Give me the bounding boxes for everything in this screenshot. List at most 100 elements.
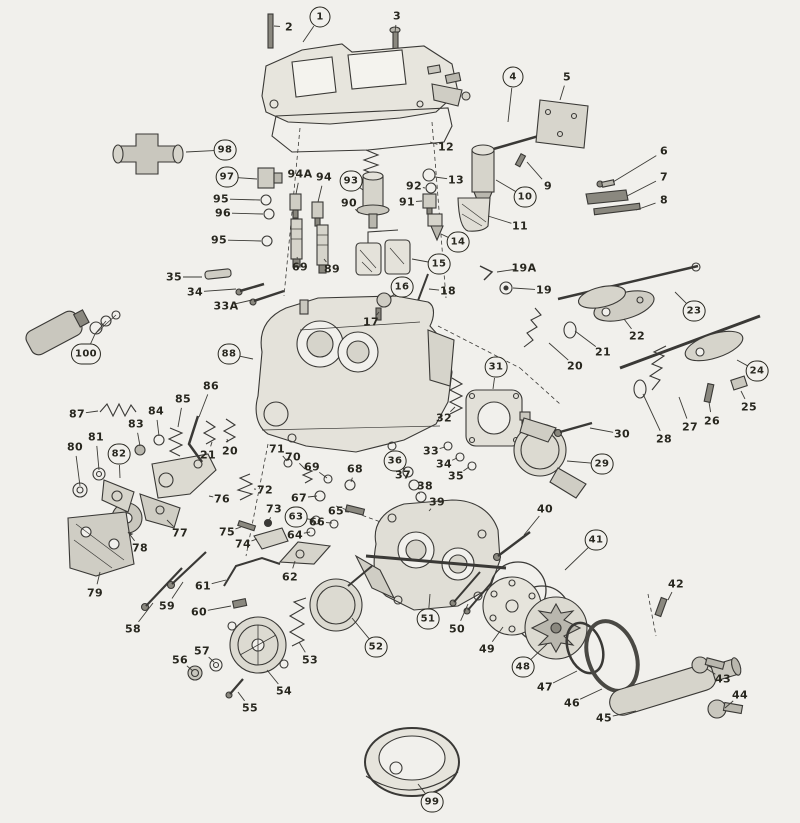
idle-shaft — [609, 656, 744, 719]
callout-55: 55 — [241, 701, 259, 715]
throttle-shafts — [523, 262, 761, 404]
callout-46: 46 — [563, 696, 581, 710]
jets-column — [257, 167, 324, 247]
callout-10: 10 — [513, 186, 537, 208]
callout-11: 11 — [511, 219, 529, 233]
callout-35: 35 — [447, 469, 465, 483]
linkage-cluster — [236, 458, 366, 550]
callout-20: 20 — [566, 359, 584, 373]
callout-81: 81 — [87, 430, 105, 444]
callout-35: 35 — [165, 270, 183, 284]
callout-27: 27 — [681, 420, 699, 434]
callout-47: 47 — [536, 680, 554, 694]
construction-lines — [245, 121, 657, 637]
callout-61: 61 — [194, 579, 212, 593]
callout-77: 77 — [171, 526, 189, 540]
callout-67: 67 — [290, 491, 308, 505]
callout-90: 90 — [340, 196, 358, 210]
callout-71: 71 — [268, 442, 286, 456]
callout-72: 72 — [256, 483, 274, 497]
callout-7: 7 — [659, 170, 669, 184]
cover-gasket — [271, 107, 453, 153]
main-body — [255, 292, 455, 453]
callout-59: 59 — [158, 599, 176, 613]
callout-94A: 94A — [287, 167, 313, 181]
callout-8: 8 — [659, 193, 669, 207]
cross-fitting — [112, 133, 184, 175]
callout-58: 58 — [124, 622, 142, 636]
callout-79: 79 — [86, 586, 104, 600]
callout-69: 69 — [291, 260, 309, 274]
callout-39: 39 — [428, 495, 446, 509]
vacuum-units — [448, 377, 593, 499]
callout-64: 64 — [286, 528, 304, 542]
callout-31: 31 — [484, 356, 508, 378]
callout-38: 38 — [416, 479, 434, 493]
callout-53: 53 — [301, 653, 319, 667]
air-horn-cover — [261, 13, 471, 125]
callout-83: 83 — [127, 417, 145, 431]
callout-66: 66 — [308, 515, 326, 529]
accelerator-pump — [187, 565, 373, 699]
callout-75: 75 — [218, 525, 236, 539]
piston-tower — [356, 149, 390, 229]
callout-87: 87 — [68, 407, 86, 421]
air-filter-ring — [364, 727, 460, 797]
callout-28: 28 — [655, 432, 673, 446]
callout-45: 45 — [595, 711, 613, 725]
callout-51: 51 — [416, 608, 440, 630]
callout-3: 3 — [392, 9, 402, 23]
callout-82: 82 — [107, 443, 131, 465]
callout-34: 34 — [435, 457, 453, 471]
callout-12: 12 — [437, 140, 455, 154]
callout-23: 23 — [682, 300, 706, 322]
callout-70: 70 — [284, 450, 302, 464]
callout-98: 98 — [213, 139, 237, 161]
callout-68: 68 — [346, 462, 364, 476]
callout-49: 49 — [478, 642, 496, 656]
callout-34: 34 — [186, 285, 204, 299]
callout-86: 86 — [202, 379, 220, 393]
callout-2: 2 — [284, 20, 294, 34]
callout-62: 62 — [281, 570, 299, 584]
emulsion-tubes — [290, 218, 329, 274]
callout-99: 99 — [420, 791, 444, 813]
solenoid-valve — [25, 309, 121, 356]
callout-36: 36 — [383, 450, 407, 472]
small-fasteners-right — [585, 179, 641, 216]
callout-91: 91 — [398, 195, 416, 209]
choke-plate-discs — [482, 561, 668, 693]
callout-54: 54 — [275, 684, 293, 698]
callout-50: 50 — [448, 622, 466, 636]
fuel-filter-assembly — [457, 144, 527, 232]
callout-43: 43 — [714, 672, 732, 686]
callout-21: 21 — [199, 448, 217, 462]
callout-88: 88 — [217, 343, 241, 365]
callout-89: 89 — [323, 262, 341, 276]
callout-9: 9 — [543, 179, 553, 193]
callout-74: 74 — [234, 537, 252, 551]
callout-44: 44 — [731, 688, 749, 702]
callout-63: 63 — [284, 506, 308, 528]
callout-60: 60 — [190, 605, 208, 619]
callout-1: 1 — [309, 6, 331, 28]
callout-30: 30 — [613, 427, 631, 441]
callout-29: 29 — [590, 453, 614, 475]
callout-96: 96 — [214, 206, 232, 220]
callout-19A: 19A — [511, 261, 537, 275]
callout-14: 14 — [446, 231, 470, 253]
callout-32: 32 — [435, 411, 453, 425]
callout-15: 15 — [427, 253, 451, 275]
callout-4: 4 — [502, 66, 524, 88]
left-levers — [67, 402, 237, 577]
callout-19: 19 — [535, 283, 553, 297]
callout-25: 25 — [740, 400, 758, 414]
callout-5: 5 — [562, 70, 572, 84]
callout-52: 52 — [364, 636, 388, 658]
callout-97: 97 — [215, 166, 239, 188]
callout-41: 41 — [584, 529, 608, 551]
callout-95: 95 — [212, 192, 230, 206]
float-assembly — [355, 229, 429, 307]
